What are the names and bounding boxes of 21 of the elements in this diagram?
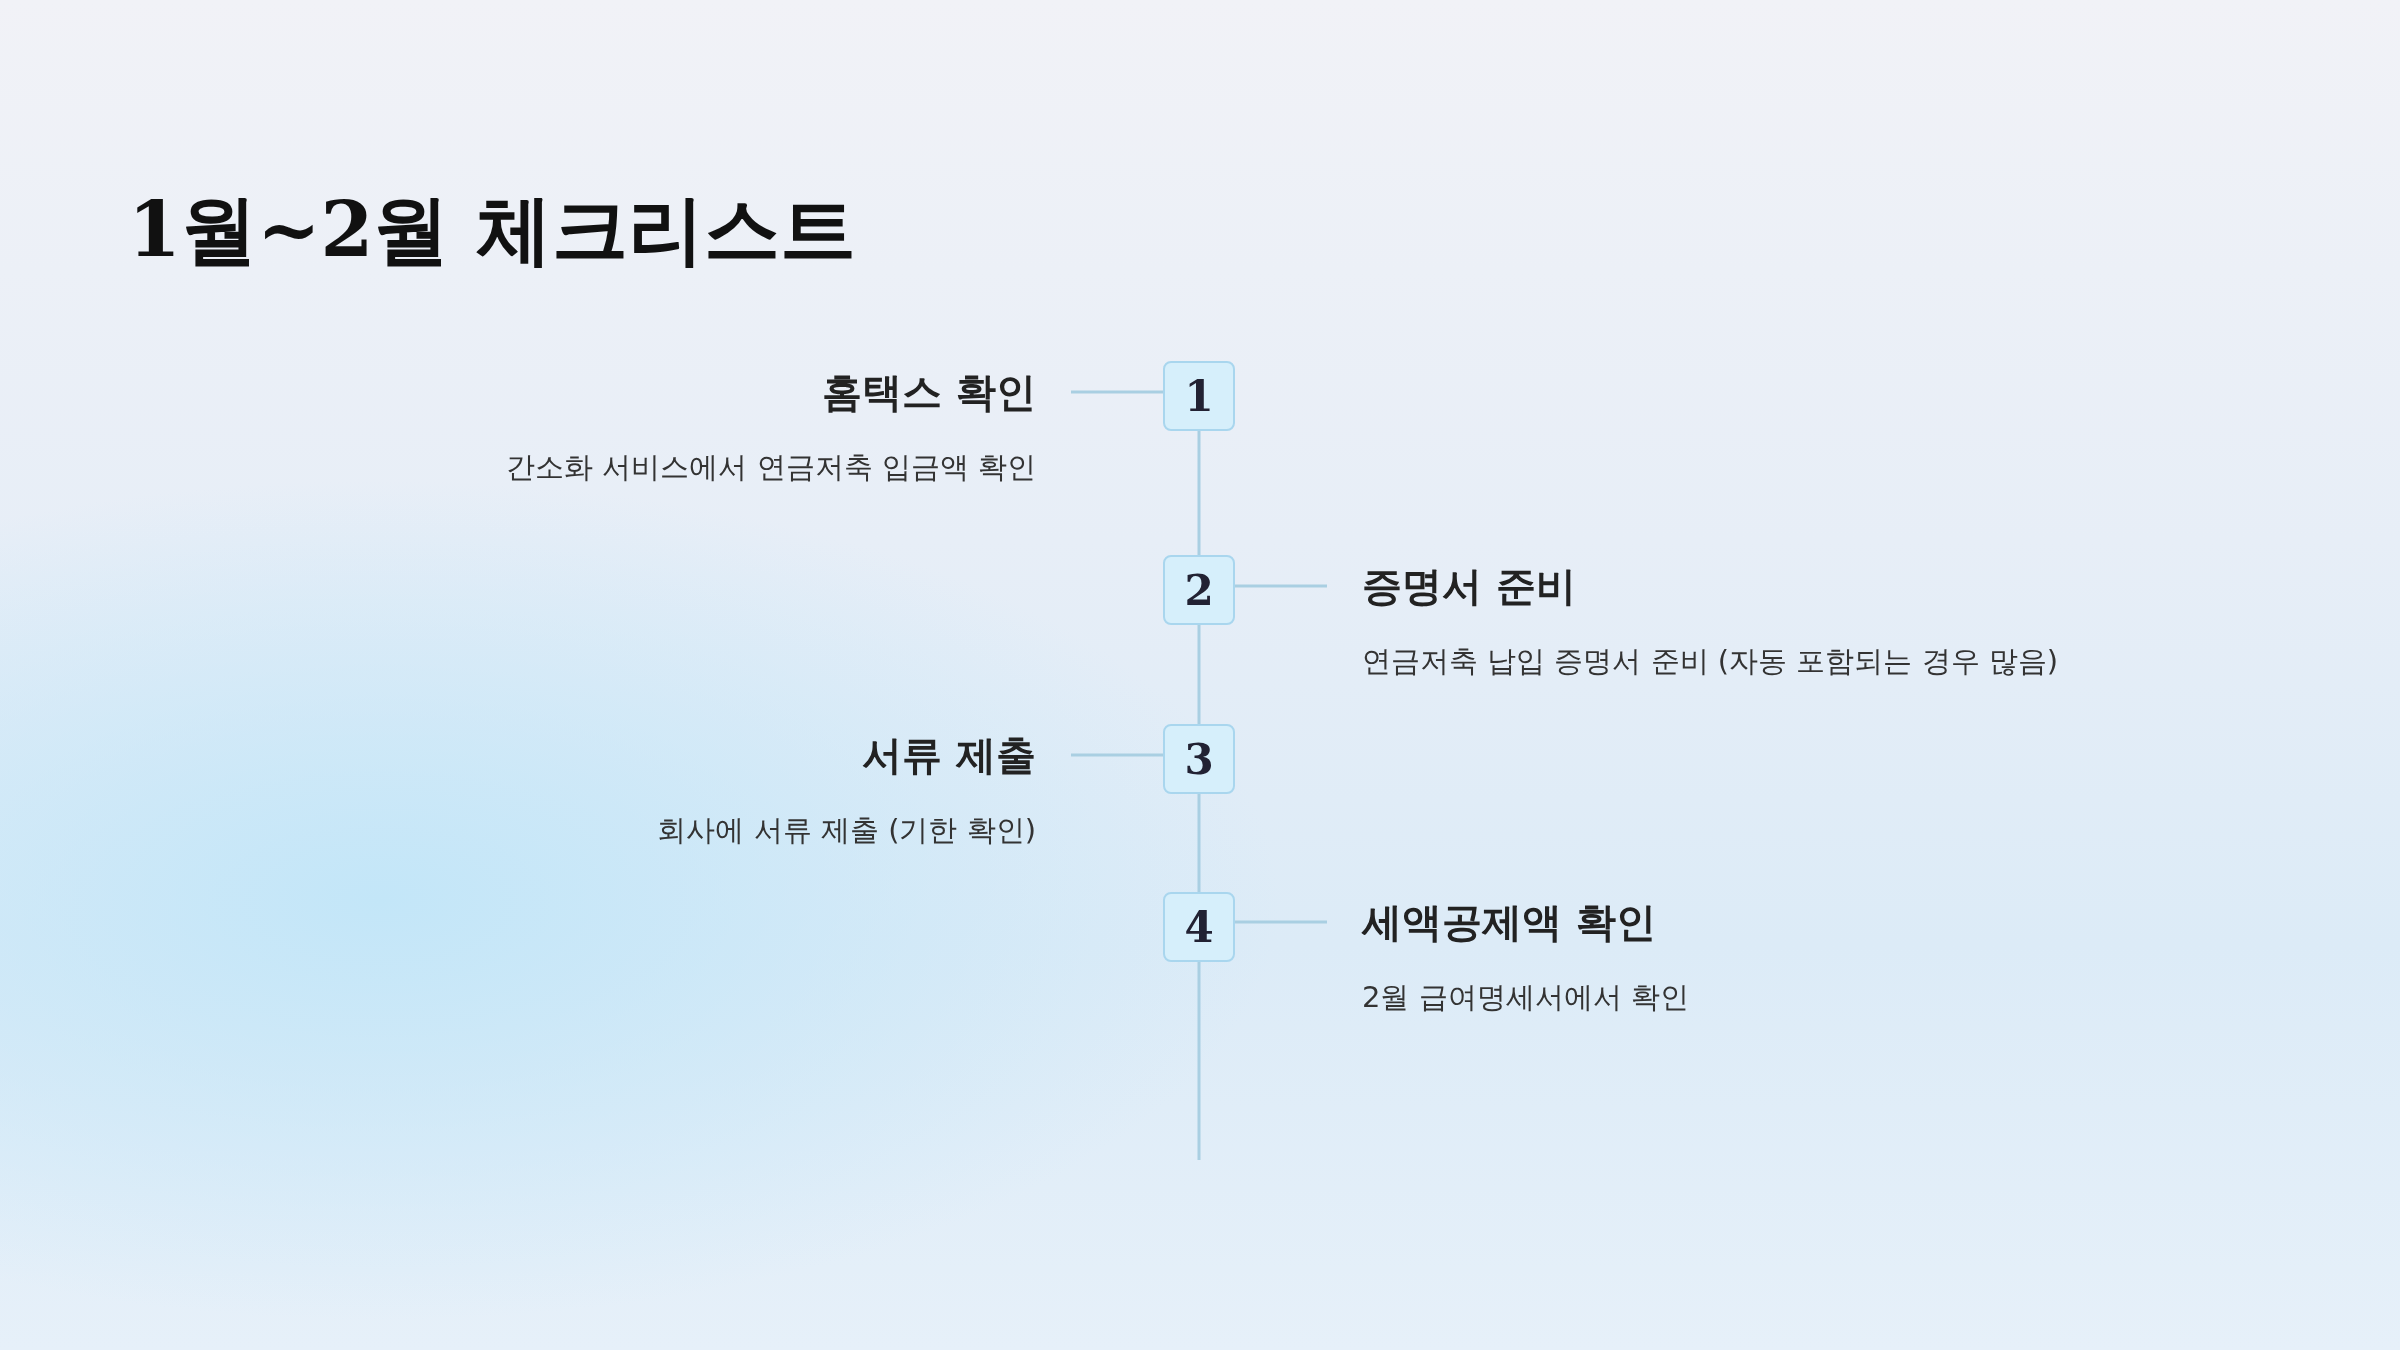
connector-line — [1197, 794, 1201, 892]
connector-line — [1197, 625, 1201, 724]
step-description: 회사에 서류 제출 (기한 확인) — [657, 813, 1036, 847]
step-description: 간소화 서비스에서 연금저축 입금액 확인 — [506, 450, 1036, 484]
step-description: 연금저축 납입 증명서 준비 (자동 포함되는 경우 많음) — [1362, 644, 2059, 678]
connector-line — [1197, 962, 1201, 1160]
step-number-box: 2 — [1163, 555, 1235, 625]
connector-line — [1071, 753, 1163, 757]
step-heading: 서류 제출 — [862, 732, 1036, 778]
connector-line — [1235, 584, 1327, 588]
step-heading: 증명서 준비 — [1362, 563, 1576, 609]
step-heading: 세액공제액 확인 — [1362, 899, 1656, 945]
connector-line — [1235, 920, 1327, 924]
step-number-box: 3 — [1163, 724, 1235, 794]
connector-line — [1071, 390, 1163, 394]
step-heading: 홈택스 확인 — [822, 369, 1036, 415]
step-number-box: 1 — [1163, 361, 1235, 431]
connector-line — [1197, 431, 1201, 555]
step-description: 2월 급여명세서에서 확인 — [1362, 980, 1689, 1014]
step-number-box: 4 — [1163, 892, 1235, 962]
title: 1월~2월 체크리스트 — [128, 184, 856, 276]
